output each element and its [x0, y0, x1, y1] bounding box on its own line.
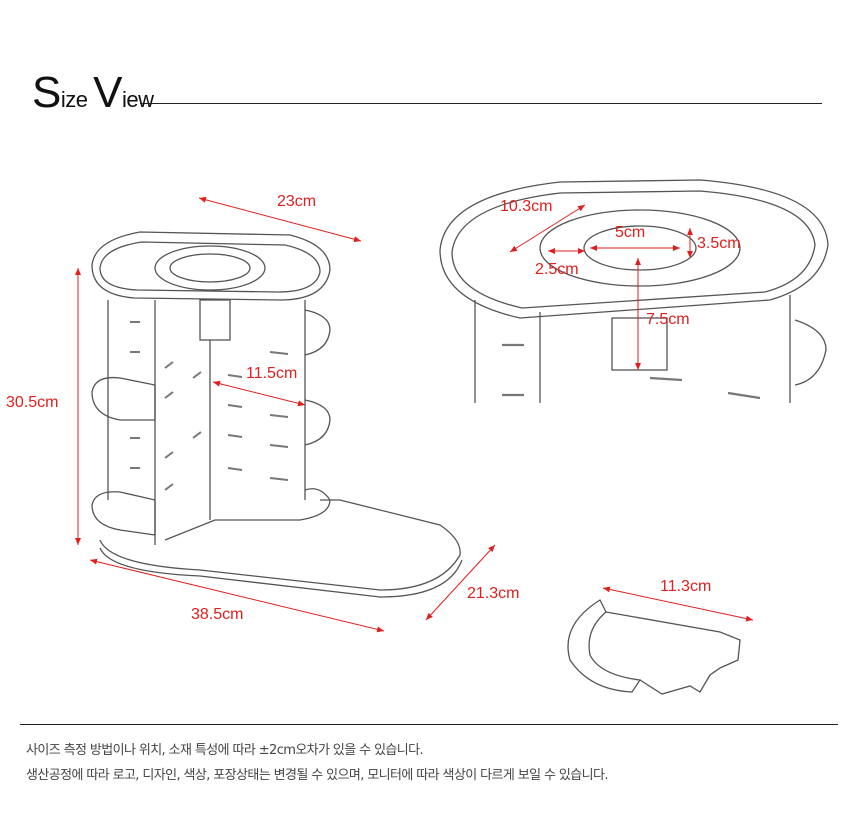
shelf-piece-view — [567, 599, 741, 695]
footer-rule — [20, 724, 838, 725]
title-rule — [140, 103, 822, 104]
organizer-detail-view — [439, 179, 829, 403]
note-line-2: 생산공정에 따라 로고, 디자인, 색상, 포장상태는 변경될 수 있으며, 모… — [26, 768, 608, 783]
title-iew: iew — [121, 87, 154, 112]
note-line-1: 사이즈 측정 방법이나 위치, 소재 특성에 따라 ±2cm오차가 있을 수 있… — [26, 743, 424, 758]
organizer-front-view — [91, 231, 463, 598]
dimension-height: 30.5cm — [6, 394, 59, 411]
dimension-shelf-width: 11.3cm — [660, 578, 712, 595]
dimension-cup-height: 3.5cm — [697, 235, 741, 252]
title-s: S — [32, 68, 61, 117]
dimension-inner-width: 11.5cm — [246, 365, 298, 382]
dimension-base-depth: 21.3cm — [467, 585, 520, 602]
dimension-top-tray: 10.3cm — [500, 198, 553, 215]
dimension-base-length: 38.5cm — [191, 606, 244, 623]
dimension-column-height: 7.5cm — [646, 311, 690, 328]
title-v: V — [93, 68, 122, 117]
dimension-center-cup: 5cm — [615, 224, 646, 241]
title-ize: ize — [60, 87, 94, 112]
dimension-compartment: 2.5cm — [535, 261, 579, 278]
page-title: Size View — [32, 68, 154, 118]
dimension-width-top: 23cm — [277, 193, 317, 210]
dimension-lines — [75, 196, 754, 633]
